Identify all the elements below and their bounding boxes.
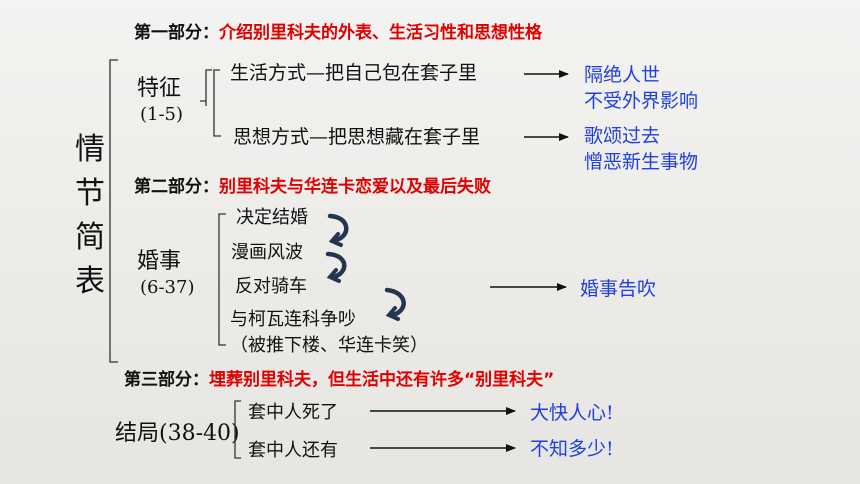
ending-bracket (234, 400, 241, 459)
ending-item-2: 套中人还有 (248, 440, 338, 461)
plot-table-title: 情 节 简 表 (70, 128, 110, 304)
trait-item-thought: 思想方式—把思想藏在套子里 (233, 126, 481, 148)
main-bracket (109, 59, 118, 363)
curve-arrow-2 (325, 251, 347, 283)
marriage-item-2: 漫画风波 (231, 242, 303, 263)
traits-range: (1-5) (140, 104, 184, 125)
trait-result-2a: 歌颂过去 (584, 125, 661, 147)
ending-result-1: 大快人心! (530, 402, 614, 424)
part1-text: 介绍别里科夫的外表、生活习性和思想性格 (219, 23, 542, 43)
title-char-2: 节 (75, 176, 105, 211)
title-char-4: 表 (75, 264, 105, 299)
part1-heading: 第一部分：介绍别里科夫的外表、生活习性和思想性格 (134, 18, 542, 43)
traits-inner-bracket (213, 69, 221, 137)
ending-item-1: 套中人死了 (248, 402, 338, 423)
part3-text: 埋葬别里科夫，但生活中还有许多“别里科夫” (209, 370, 555, 390)
trait-result-2b: 憎恶新生事物 (584, 151, 699, 173)
part2-label: 第二部分： (134, 177, 219, 197)
trait-result-1a: 隔绝人世 (584, 64, 661, 86)
ending-label: 结局(38-40) (115, 421, 240, 446)
marriage-bracket (218, 213, 226, 346)
marriage-result: 婚事告吹 (580, 278, 657, 300)
marriage-item-1: 决定结婚 (236, 207, 308, 228)
trait-item-life: 生活方式—把自己包在套子里 (230, 62, 478, 84)
part2-text: 别里科夫与华连卡恋爱以及最后失败 (219, 177, 491, 197)
marriage-item-3: 反对骑车 (235, 276, 307, 297)
traits-label: 特征 (137, 76, 182, 101)
part3-label: 第三部分： (124, 370, 209, 390)
trait-result-1b: 不受外界影响 (584, 90, 699, 112)
marriage-label: 婚事 (137, 249, 182, 274)
title-char-3: 简 (75, 220, 105, 255)
part3-heading: 第三部分：埋葬别里科夫，但生活中还有许多“别里科夫” (124, 365, 554, 390)
curve-arrow-3 (384, 287, 406, 321)
traits-outer-bracket (200, 69, 212, 106)
ending-result-2: 不知多少! (530, 438, 614, 460)
part1-label: 第一部分： (134, 23, 219, 43)
marriage-item-4: 与柯瓦连科争吵 (230, 309, 356, 330)
title-char-1: 情 (75, 132, 105, 167)
curve-arrow-1 (327, 213, 349, 247)
marriage-item-5: （被推下楼、华连卡笑） (230, 335, 428, 356)
marriage-range: (6-37) (140, 277, 195, 298)
part2-heading: 第二部分：别里科夫与华连卡恋爱以及最后失败 (134, 172, 491, 197)
